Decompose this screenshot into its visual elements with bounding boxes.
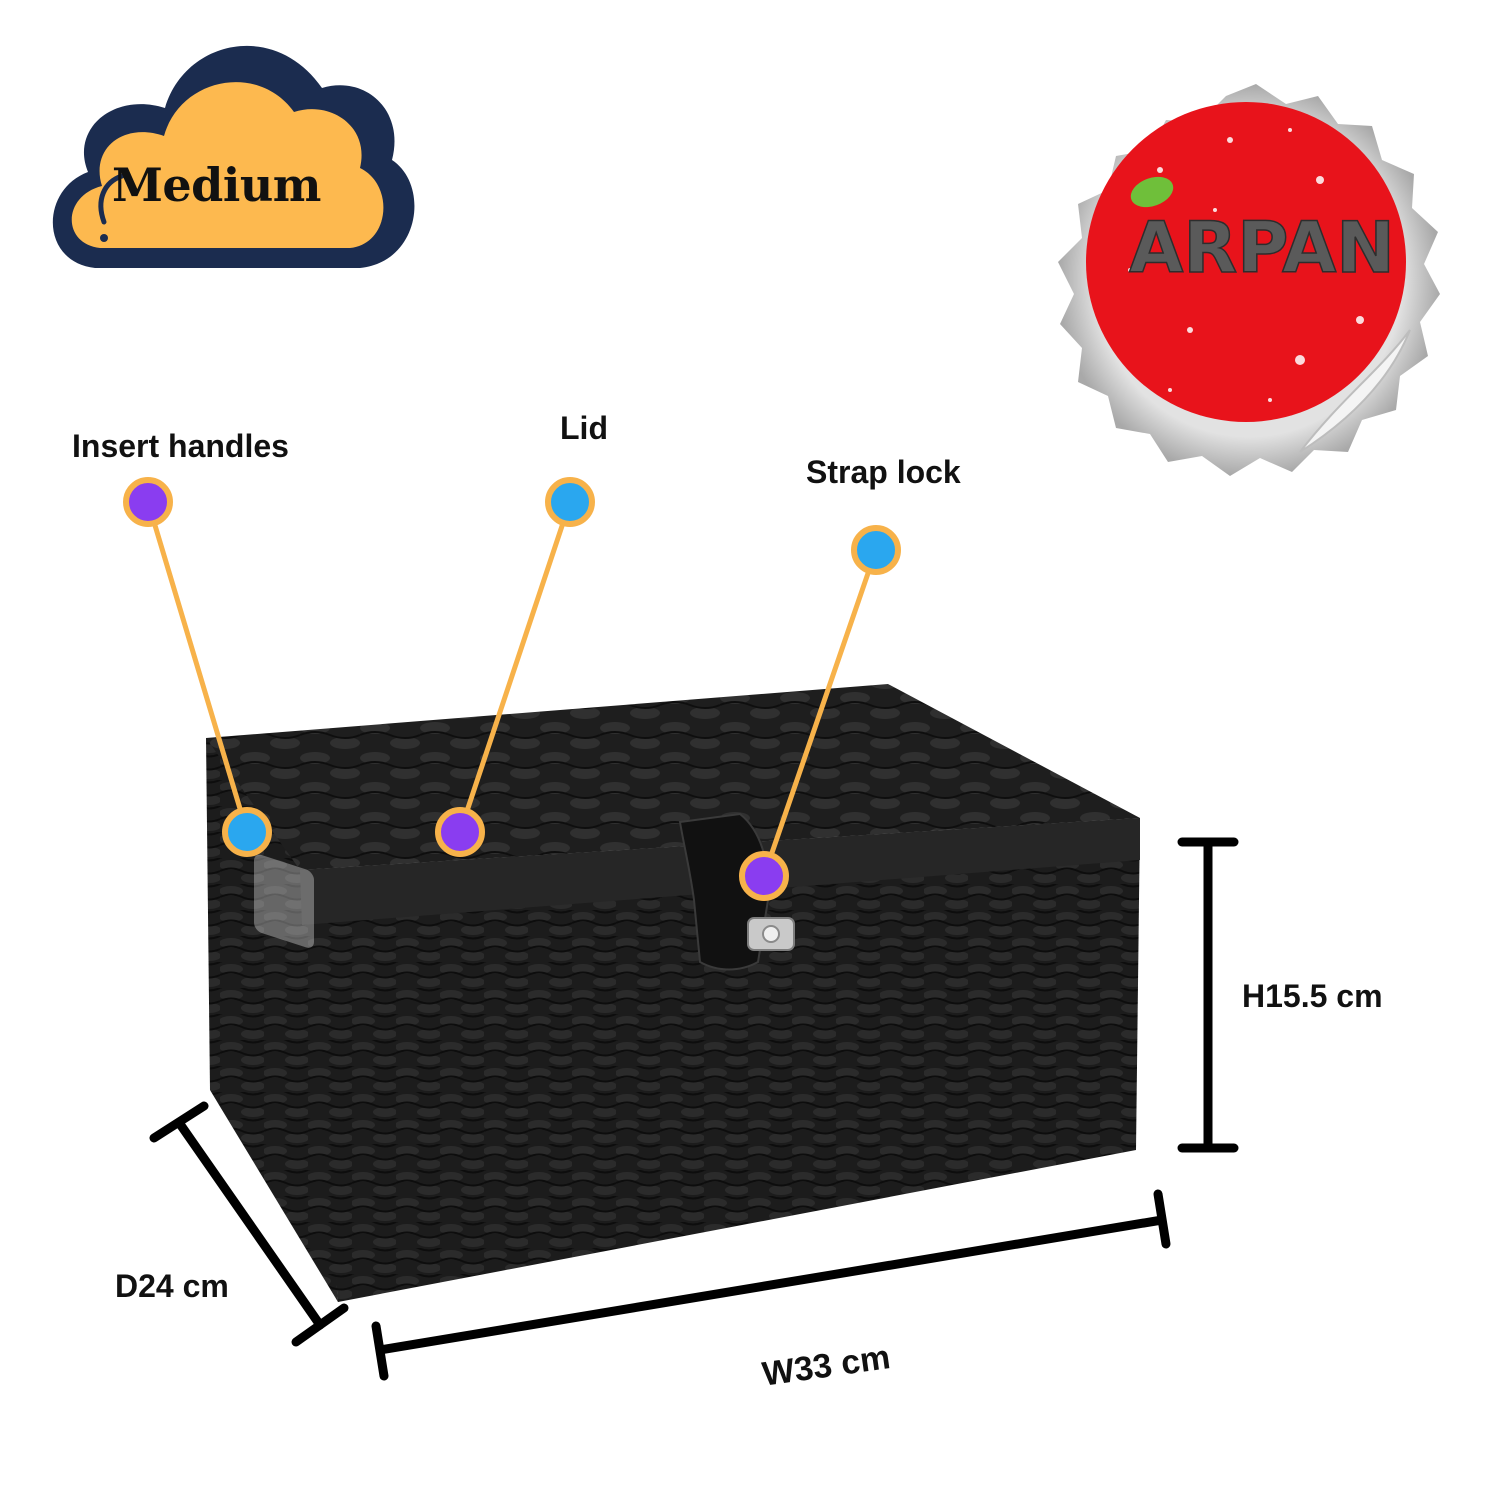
size-badge <box>52 45 415 268</box>
callout-dot-insert-handles <box>123 477 173 527</box>
depth-label: D24 cm <box>115 1268 229 1304</box>
wicker-basket <box>206 684 1140 1302</box>
height-label: H15.5 cm <box>1242 978 1383 1014</box>
depth-dimension-bar <box>149 1101 349 1347</box>
basket-front <box>300 818 1140 1302</box>
target-dot-strap-lock <box>739 851 789 901</box>
callout-dot-lid <box>545 477 595 527</box>
callout-dot-strap-lock <box>851 525 901 575</box>
callout-label-lid: Lid <box>560 410 608 446</box>
width-dimension-bar <box>371 1189 1171 1381</box>
brand-name: ARPAN <box>1129 207 1395 289</box>
brand-sticker: ARPAN <box>1058 84 1440 476</box>
dimension-bars <box>149 837 1239 1381</box>
height-dimension-bar <box>1177 837 1239 1153</box>
size-label: Medium <box>112 158 321 212</box>
leaf-icon <box>1130 176 1174 208</box>
callout-dots <box>123 477 901 901</box>
strap-lock <box>678 812 770 971</box>
callout-label-insert-handles: Insert handles <box>72 428 289 464</box>
callout-lines <box>145 501 879 877</box>
target-dot-insert-handles <box>222 807 272 857</box>
insert-handle-opening <box>254 854 314 948</box>
sticker-peel-corner-icon <box>1299 329 1411 453</box>
cloud-fill-icon <box>71 82 384 248</box>
callout-label-strap-lock: Strap lock <box>806 454 961 490</box>
target-dot-lid <box>435 807 485 857</box>
